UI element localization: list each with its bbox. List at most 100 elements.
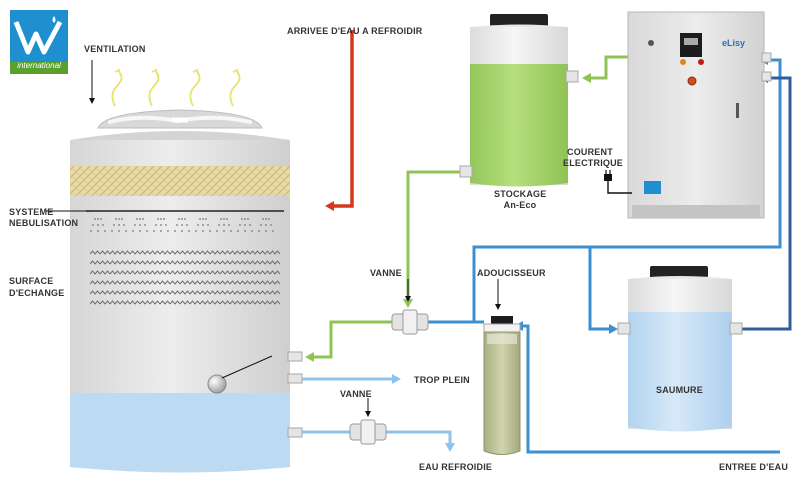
hot-water-pipe	[332, 30, 354, 208]
spray-droplet	[139, 224, 141, 226]
logo-text: international	[17, 61, 61, 70]
surface-label-line1: SURFACE	[9, 276, 54, 286]
spray-droplet	[260, 224, 262, 226]
spray-droplet	[202, 218, 204, 220]
spray-droplet	[115, 218, 117, 220]
spray-droplet	[100, 218, 102, 220]
nebulisation-label-line2: NEBULISATION	[9, 218, 79, 228]
spray-droplet	[220, 218, 222, 220]
spray-droplet	[136, 218, 138, 220]
brine-label: SAUMURE	[656, 385, 703, 395]
tower-outlet-nozzle	[287, 351, 303, 362]
spray-droplet	[97, 224, 99, 226]
spray-droplet	[195, 230, 197, 232]
spray-droplet	[132, 230, 134, 232]
brine-liquid	[628, 312, 732, 432]
spray-droplet	[153, 230, 155, 232]
spray-droplet	[241, 218, 243, 220]
ventilation-arrowhead-icon	[151, 68, 159, 77]
spray-droplet	[202, 230, 204, 232]
panel-handle[interactable]	[736, 103, 739, 118]
spray-droplet	[218, 224, 220, 226]
status-light-icon	[680, 59, 686, 65]
panel-badge-icon	[644, 181, 661, 194]
elisy-control-panel	[627, 11, 772, 219]
spray-droplet	[163, 218, 165, 220]
spray-droplet	[139, 230, 141, 232]
alarm-light-icon	[698, 59, 704, 65]
spray-droplet	[265, 230, 267, 232]
spray-droplet	[139, 218, 141, 220]
spray-droplet	[90, 230, 92, 232]
ventilation-arrow-icon	[189, 71, 201, 107]
top-valve-icon[interactable]	[391, 309, 429, 335]
water-inlet-pipe	[519, 324, 780, 454]
spray-droplet	[258, 230, 260, 232]
ventilation-arrows	[111, 68, 241, 107]
spray-droplet	[262, 218, 264, 220]
spray-droplet	[202, 224, 204, 226]
storage-tank	[459, 14, 579, 187]
spray-droplet	[270, 224, 272, 226]
top-valve-label: VANNE	[370, 268, 402, 278]
spray-droplet	[184, 218, 186, 220]
spray-droplet	[249, 224, 251, 226]
spray-droplet	[181, 230, 183, 232]
storage-liquid	[470, 64, 568, 187]
spray-droplet	[230, 230, 232, 232]
spray-droplet	[239, 224, 241, 226]
spray-droplet	[134, 224, 136, 226]
spray-droplet	[160, 218, 162, 220]
surface-label-line2: D'ECHANGE	[9, 288, 65, 298]
ventilation-arrowhead-icon	[114, 68, 122, 77]
spray-pattern	[90, 218, 274, 232]
spray-droplet	[118, 230, 120, 232]
spray-droplet	[125, 230, 127, 232]
ventilation-label: VENTILATION	[84, 44, 146, 54]
overflow-label: TROP PLEIN	[414, 375, 470, 385]
spray-droplet	[199, 218, 201, 220]
spray-droplet	[174, 230, 176, 232]
spray-droplet	[176, 224, 178, 226]
spray-droplet	[118, 218, 120, 220]
spray-droplet	[223, 218, 225, 220]
power-label-line1: COURENT	[567, 147, 613, 157]
reset-button[interactable]	[687, 76, 697, 86]
spray-droplet	[178, 218, 180, 220]
spray-droplet	[244, 218, 246, 220]
spray-droplet	[181, 224, 183, 226]
spray-droplet	[113, 224, 115, 226]
spray-droplet	[197, 224, 199, 226]
spray-droplet	[165, 224, 167, 226]
spray-droplet	[205, 218, 207, 220]
panel-to-storage-pipe	[586, 55, 628, 80]
float-ball-icon	[207, 374, 227, 394]
spray-droplet	[142, 218, 144, 220]
spray-droplet	[160, 230, 162, 232]
storage-sublabel: An-Eco	[503, 200, 537, 210]
ventilation-arrow-icon	[111, 71, 123, 107]
ventilation-arrowhead-icon	[192, 68, 200, 77]
spray-droplet	[111, 230, 113, 232]
overflow-nozzle	[287, 373, 303, 384]
spray-droplet	[121, 218, 123, 220]
spray-droplet	[123, 224, 125, 226]
drain-nozzle	[287, 427, 303, 438]
spray-droplet	[223, 224, 225, 226]
spray-droplet	[94, 218, 96, 220]
leader-lines	[46, 60, 501, 417]
power-indicator-icon	[648, 40, 654, 46]
spray-droplet	[97, 218, 99, 220]
spray-droplet	[186, 224, 188, 226]
spray-droplet	[265, 218, 267, 220]
packing-band	[70, 166, 290, 196]
bottom-valve-icon[interactable]	[349, 419, 387, 445]
power-label-line2: ELECTRIQUE	[563, 158, 624, 168]
spray-droplet	[244, 224, 246, 226]
panel-brand-label: eLisy	[722, 38, 746, 48]
spray-droplet	[92, 224, 94, 226]
spray-droplet	[247, 218, 249, 220]
bottom-valve-label: VANNE	[340, 389, 372, 399]
ventilation-arrow-icon	[148, 71, 160, 107]
